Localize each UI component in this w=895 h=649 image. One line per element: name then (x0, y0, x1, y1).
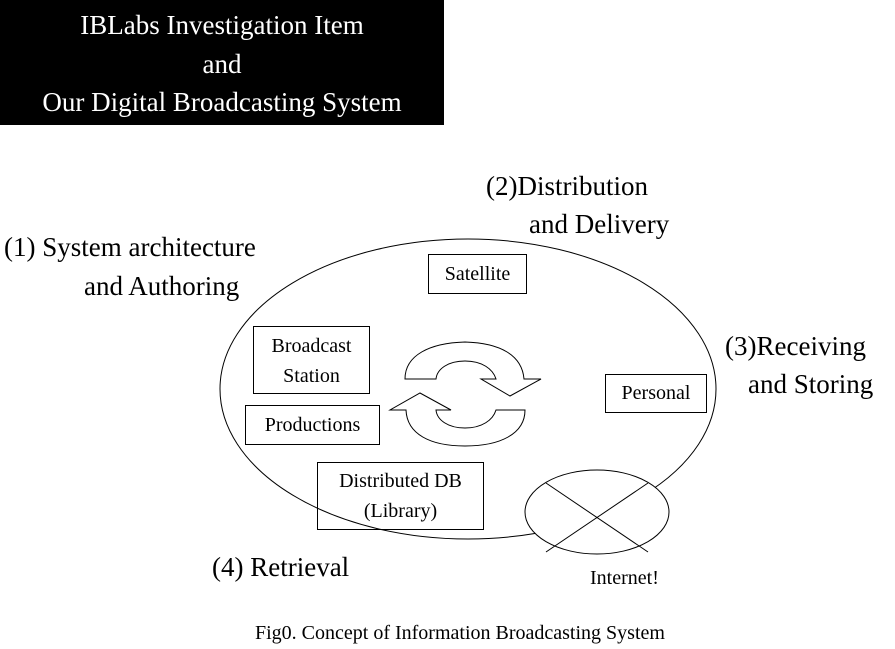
label-architecture-line2: and Authoring (84, 271, 240, 301)
node-productions-label: Productions (264, 414, 361, 436)
label-receiving-line2: and Storing (748, 369, 874, 399)
node-broadcast-station: Broadcast Station (253, 326, 370, 394)
figure-caption: Fig0. Concept of Information Broadcastin… (255, 622, 665, 644)
node-personal-label: Personal (621, 382, 691, 404)
node-satellite: Satellite (428, 254, 527, 294)
label-retrieval: (4) Retrieval (212, 552, 350, 582)
label-receiving-line1: (3)Receiving (725, 331, 866, 361)
label-distribution-line2: and Delivery (529, 209, 670, 239)
node-personal: Personal (605, 374, 707, 413)
node-distributed-db-line2: (Library) (363, 500, 438, 522)
crossed-ellipse-icon (524, 469, 670, 555)
circular-arrows-icon (388, 341, 542, 447)
node-distributed-db: Distributed DB (Library) (317, 462, 484, 530)
node-productions: Productions (245, 405, 380, 445)
node-broadcast-station-line2: Station (283, 365, 340, 387)
node-satellite-label: Satellite (444, 263, 511, 285)
node-broadcast-station-line1: Broadcast (271, 335, 352, 357)
label-distribution-line1: (2)Distribution (486, 171, 648, 201)
system-boundary-ellipse (219, 238, 717, 540)
title-line-2: and (202, 48, 242, 79)
node-internet-label: Internet! (590, 567, 659, 589)
title-line-3: Our Digital Broadcasting System (42, 87, 402, 117)
title-line-1: IBLabs Investigation Item (80, 10, 364, 40)
title-banner: IBLabs Investigation Item and Our Digita… (0, 0, 444, 125)
label-architecture-line1: (1) System architecture (4, 232, 256, 262)
node-distributed-db-line1: Distributed DB (339, 470, 462, 492)
